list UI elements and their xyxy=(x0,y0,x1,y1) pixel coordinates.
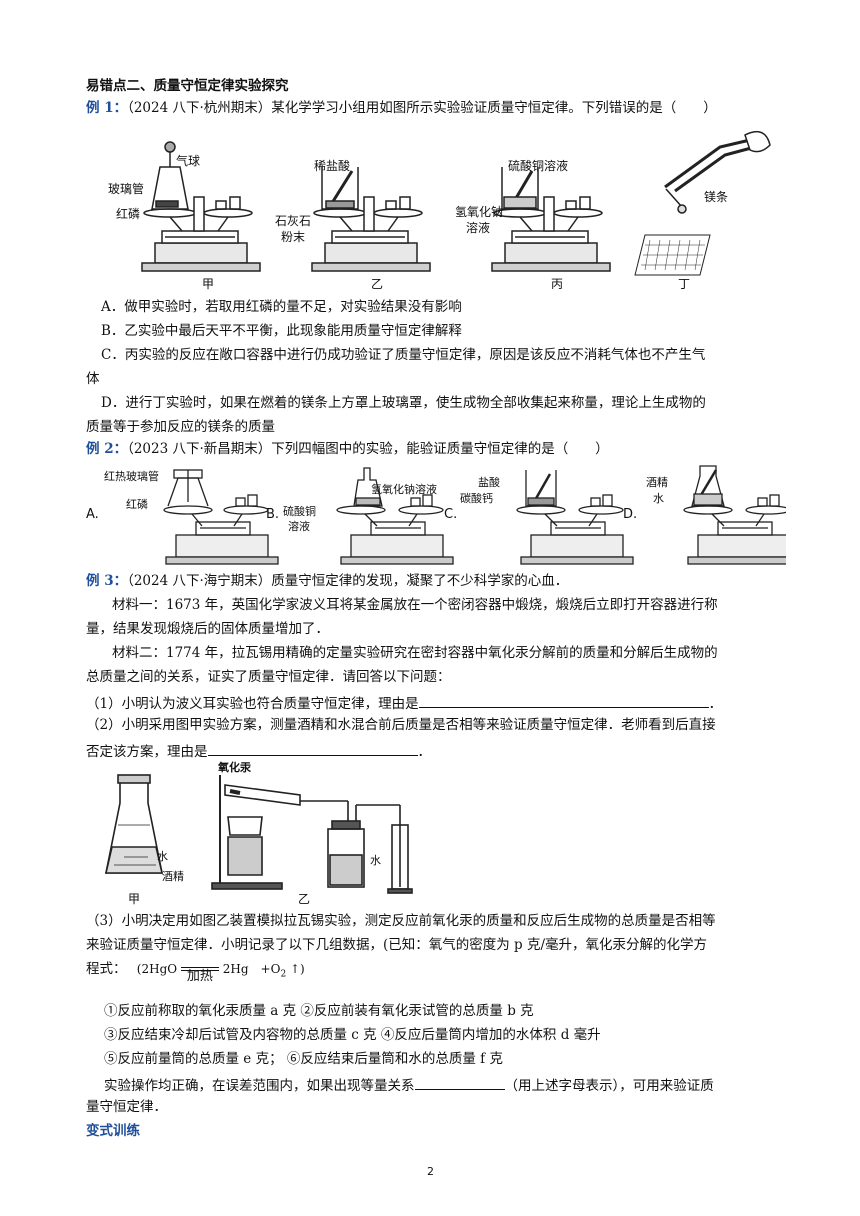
question-3-conclusion-cont: 量守恒定律． xyxy=(86,1099,167,1115)
equation: (2HgO 加热 2Hg +O2 ↑) xyxy=(136,962,305,984)
balance-c xyxy=(516,470,634,565)
label-mg-strip: 镁条 xyxy=(704,190,729,204)
equation-condition: 加热 xyxy=(180,963,219,983)
caption-jia: 甲 xyxy=(202,277,215,291)
data-item-2: ③反应结束冷却后试管及内容物的总质量 c 克 ④反应后量筒内增加的水体积 d 毫… xyxy=(104,1027,601,1043)
caption-ding: 丁 xyxy=(678,277,691,291)
label-powder: 粉末 xyxy=(281,230,306,244)
material-2-line2: 总质量之间的关系，证实了质量守恒定律．请回答以下问题： xyxy=(86,669,451,685)
example-1-figure xyxy=(141,130,771,276)
option-a: A．做甲实验时，若取用红磷的量不足，对实验结果没有影响 xyxy=(101,299,462,315)
option-c-cont: 体 xyxy=(86,371,100,387)
figure-ding xyxy=(634,130,771,276)
caption-yi: 乙 xyxy=(371,277,384,291)
label-hgo: 氧化汞 xyxy=(218,761,251,774)
example-3-label: 例 3 xyxy=(86,573,114,589)
caption-bing: 丙 xyxy=(551,277,564,291)
label-b-solution: 溶液 xyxy=(288,520,310,533)
label-hot-glass-rod: 红热玻璃管 xyxy=(104,470,159,483)
label-c-caco3: 碳酸钙 xyxy=(460,492,493,505)
label-flask-water: 水 xyxy=(157,850,168,863)
example-2-stem: 例 2：（2023 八下·新昌期末）下列四幅图中的实验，能验证质量守恒定律的是（… xyxy=(86,441,609,457)
option-c: C．丙实验的反应在敞口容器中进行仍成功验证了质量守恒定律，原因是该反应不消耗气体… xyxy=(101,347,706,363)
section-title: 易错点二、质量守恒定律实验探究 xyxy=(86,78,289,94)
question-3-conclusion: 实验操作均正确，在误差范围内，如果出现等量关系（用上述字母表示），可用来验证质 xyxy=(104,1077,714,1094)
label-cuso4: 硫酸铜溶液 xyxy=(508,159,569,173)
label-glass-tube: 玻璃管 xyxy=(108,182,145,196)
option-letter-a: A. xyxy=(86,507,99,522)
label-balloon: 气球 xyxy=(176,154,201,168)
data-item-3: ⑤反应前量筒的总质量 e 克； ⑥反应结束后量筒和水的总质量 f 克 xyxy=(104,1051,503,1067)
option-letter-c: C. xyxy=(444,507,458,522)
option-letter-d: D. xyxy=(623,507,638,522)
question-2-line1: （2）小明采用图甲实验方案，测量酒精和水混合前后质量是否相等来验证质量守恒定律．… xyxy=(86,717,716,733)
answer-blank-3[interactable] xyxy=(414,1077,505,1090)
balance-yi xyxy=(311,167,431,272)
option-letter-b: B. xyxy=(266,507,280,522)
label-flask-alcohol: 酒精 xyxy=(162,870,184,883)
label-b-naoh: 氢氧化钠溶液 xyxy=(371,483,437,496)
question-3-line1: （3）小明决定用如图乙装置模拟拉瓦锡实验，测定反应前氧化汞的质量和反应后生成物的… xyxy=(86,913,716,929)
balance-jia xyxy=(141,141,261,272)
example-3-stem: 例 3：（2024 八下·海宁期末）质量守恒定律的发现，凝聚了不少科学家的心血． xyxy=(86,573,569,589)
label-c-hcl: 盐酸 xyxy=(478,476,500,489)
question-3-line2: 来验证质量守恒定律．小明记录了以下几组数据，(已知：氧气的密度为 p 克/毫升，… xyxy=(86,937,708,953)
apparatus-yi xyxy=(211,775,413,894)
balance-d xyxy=(683,465,786,565)
variant-training-heading: 变式训练 xyxy=(86,1123,140,1139)
page-number: 2 xyxy=(427,1165,434,1178)
label-d-water: 水 xyxy=(653,492,664,505)
label-dilute-hcl: 稀盐酸 xyxy=(314,159,351,173)
label-limestone: 石灰石 xyxy=(275,214,312,228)
example-2-label: 例 2 xyxy=(86,441,114,457)
question-1: （1）小明认为波义耳实验也符合质量守恒定律，理由是． xyxy=(86,695,723,712)
material-1-line2: 量，结果发现煅烧后的固体质量增加了． xyxy=(86,621,329,637)
balance-a xyxy=(163,469,279,565)
label-b-cuso4: 硫酸铜 xyxy=(283,505,316,518)
option-b: B．乙实验中最后天平不平衡，此现象能用质量守恒定律解释 xyxy=(101,323,462,339)
example-2-figure xyxy=(163,465,786,565)
answer-blank-1[interactable] xyxy=(418,695,709,708)
example-1-stem: 例 1：（2024 八下·杭州期末）某化学学习小组用如图所示实验验证质量守恒定律… xyxy=(86,100,717,116)
answer-blank-2[interactable] xyxy=(207,743,418,756)
balance-b xyxy=(336,467,454,565)
label-naoh: 氢氧化钠 xyxy=(455,205,504,219)
caption-fig-yi: 乙 xyxy=(298,892,311,906)
label-a-phosphorus: 红磷 xyxy=(126,498,148,511)
option-d-cont: 质量等于参加反应的镁条的质量 xyxy=(86,419,275,435)
material-2-line1: 材料二：1774 年，拉瓦锡用精确的定量实验研究在密封容器中氧化汞分解前的质量和… xyxy=(112,645,718,661)
caption-fig-jia: 甲 xyxy=(128,892,141,906)
label-naoh-solution: 溶液 xyxy=(466,221,491,235)
example-1-label: 例 1 xyxy=(86,100,114,116)
question-2-line2: 否定该方案，理由是． xyxy=(86,743,431,760)
label-bottle-water: 水 xyxy=(370,854,381,867)
question-3-line3: 程式： (2HgO 加热 2Hg +O2 ↑) xyxy=(86,961,305,984)
balance-bing xyxy=(491,167,611,272)
label-red-phosphorus: 红磷 xyxy=(116,207,141,221)
flask-jia xyxy=(104,774,164,874)
label-d-alcohol: 酒精 xyxy=(646,476,668,489)
option-d: D．进行丁实验时，如果在燃着的镁条上方罩上玻璃罩，使生成物全部收集起来称量，理论… xyxy=(101,395,706,411)
data-item-1: ①反应前称取的氧化汞质量 a 克 ②反应前装有氧化汞试管的总质量 b 克 xyxy=(104,1003,534,1019)
example-3-figure xyxy=(104,774,413,894)
material-1-line1: 材料一：1673 年，英国化学家波义耳将某金属放在一个密闭容器中煅烧，煅烧后立即… xyxy=(112,597,718,613)
